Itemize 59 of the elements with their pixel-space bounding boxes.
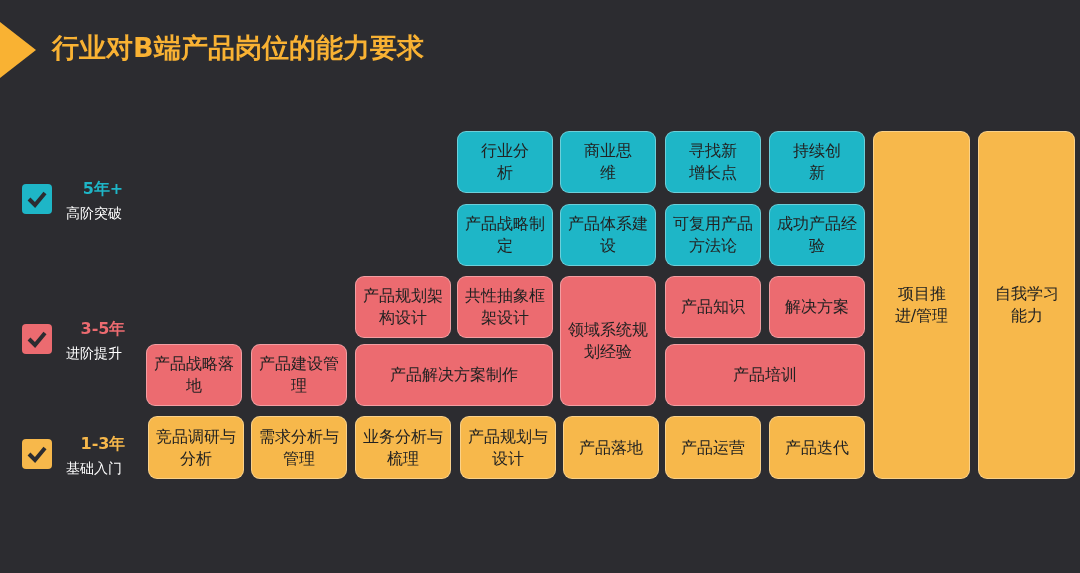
- level-caption: 进阶提升: [66, 345, 122, 363]
- skill-box: [769, 276, 865, 338]
- skill-text: 需求分析与管理: [259, 425, 339, 470]
- skill-text: 产品规划架构设计: [363, 285, 443, 329]
- skill-box: [665, 276, 761, 338]
- skill-text: 产品规划与设计: [468, 425, 548, 470]
- skill-box: [251, 344, 347, 406]
- level-heading: 3-5年: [79, 319, 127, 340]
- skill-text: 自我学习能力: [993, 283, 1060, 327]
- skill-box: [665, 131, 761, 193]
- skill-box: [355, 276, 451, 338]
- skill-box: [560, 276, 656, 406]
- skill-text: 产品建设管理: [259, 353, 339, 397]
- skill-box: [460, 416, 556, 479]
- skill-box: [873, 131, 970, 479]
- skill-text: 产品体系建设: [568, 213, 648, 257]
- skill-text: 项目推进/管理: [893, 283, 950, 327]
- skill-text: 产品知识: [681, 296, 745, 318]
- skill-text: 可复用产品方法论: [673, 213, 753, 257]
- level-heading: 5年+: [81, 179, 125, 200]
- skill-box: [148, 416, 244, 479]
- skill-box: [769, 416, 865, 479]
- skill-text: 行业分析: [480, 140, 530, 184]
- skill-text: 共性抽象框架设计: [465, 285, 545, 329]
- skill-text: 产品战略落地: [154, 353, 234, 397]
- level-caption: 基础入门: [66, 460, 122, 478]
- skill-box: [769, 131, 865, 193]
- skill-text: 领域系统规划经验: [568, 319, 648, 363]
- skill-text: 产品落地: [579, 436, 643, 459]
- skill-box: [146, 344, 242, 406]
- skill-text: 寻找新增长点: [688, 140, 738, 184]
- skill-box: [457, 204, 553, 266]
- skill-box: [457, 276, 553, 338]
- skill-box: [355, 416, 451, 479]
- skill-box: [251, 416, 347, 479]
- skill-box: [563, 416, 659, 479]
- skill-box: [560, 204, 656, 266]
- skill-box: [355, 344, 553, 406]
- skill-box: [978, 131, 1075, 479]
- skill-box: [769, 204, 865, 266]
- skill-box: [665, 204, 761, 266]
- skill-text: 持续创新: [792, 140, 842, 184]
- skill-text: 产品培训: [733, 364, 797, 386]
- skill-text: 商业思维: [583, 140, 633, 184]
- skill-box: [457, 131, 553, 193]
- skill-text: 解决方案: [785, 296, 849, 318]
- skill-text: 竞品调研与分析: [156, 425, 236, 470]
- level-heading: 1-3年: [79, 434, 127, 455]
- skill-text: 产品运营: [681, 436, 745, 459]
- title: 行业对B端产品岗位的能力要求: [52, 31, 424, 65]
- skill-box: [665, 416, 761, 479]
- skill-text: 成功产品经验: [777, 213, 857, 257]
- skill-text: 产品战略制定: [465, 213, 545, 257]
- level-caption: 高阶突破: [66, 205, 122, 223]
- skill-box: [560, 131, 656, 193]
- skill-box: [665, 344, 865, 406]
- skill-text: 业务分析与梳理: [363, 425, 443, 470]
- skill-text: 产品解决方案制作: [390, 364, 518, 386]
- skill-text: 产品迭代: [785, 436, 849, 459]
